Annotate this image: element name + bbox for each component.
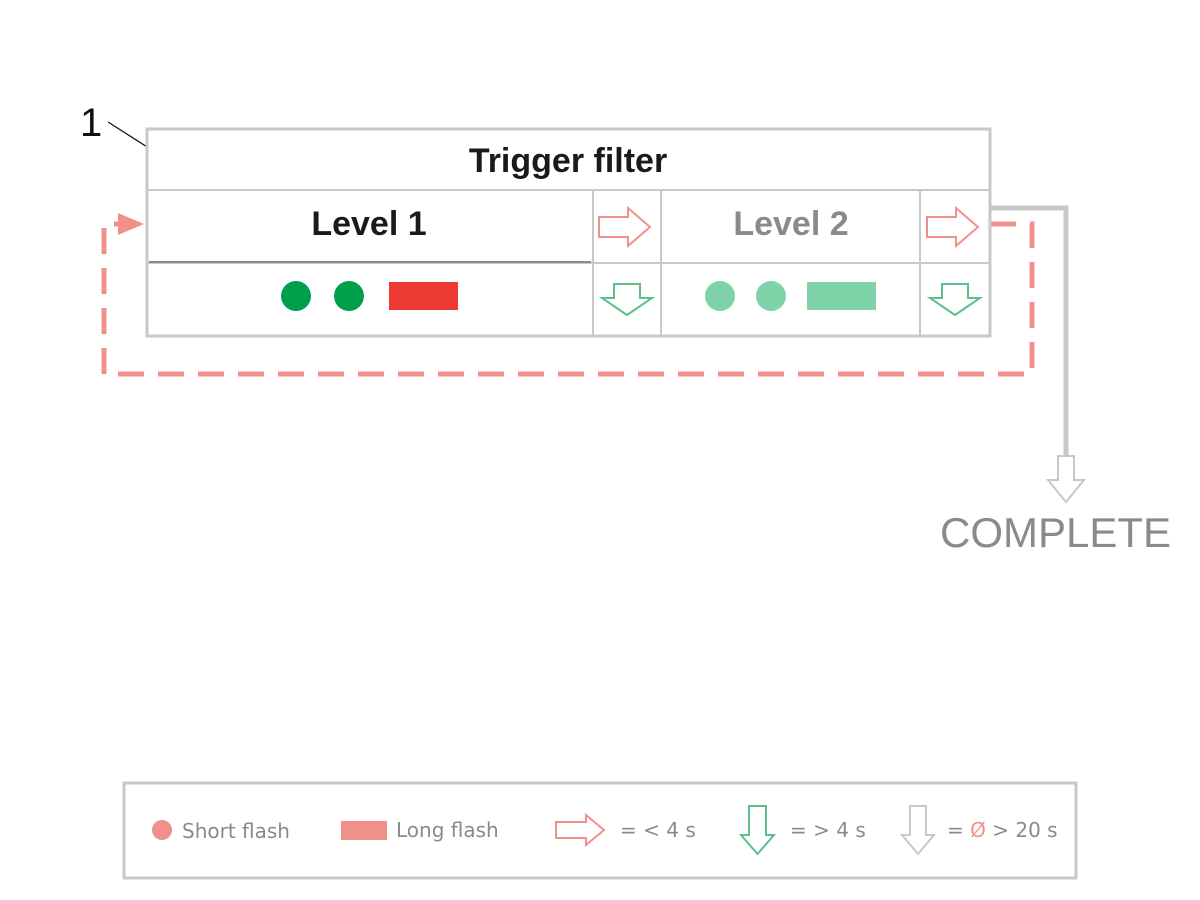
level1-label: Level 1: [311, 205, 426, 243]
level2-short-flash-2: [756, 281, 786, 311]
legend-more-20s-suffix: > 20 s: [992, 818, 1057, 842]
legend-down-arrow-grey-icon: [899, 805, 937, 856]
legend-right-arrow-icon: [555, 812, 606, 848]
legend-more-20s-text: = Ø > 20 s: [947, 818, 1058, 842]
complete-label: COMPLETE: [940, 509, 1171, 556]
level2-label: Level 2: [733, 205, 848, 243]
complete-path: [990, 205, 1069, 458]
legend-short-flash-icon: [152, 820, 172, 840]
level2-long-flash: [807, 282, 876, 310]
legend-empty-set-symbol: Ø: [970, 818, 986, 842]
loop-arrowhead-icon: [118, 213, 144, 235]
legend-down-arrow-green-icon: [738, 805, 777, 856]
level2-right-arrow-icon: [926, 205, 980, 249]
level1-down-arrow-icon: [598, 283, 656, 317]
table-title: Trigger filter: [469, 142, 667, 180]
level1-short-flash-2: [334, 281, 364, 311]
level2-short-flash-1: [705, 281, 735, 311]
trigger-filter-table: Trigger filter Level 1 Level 2: [145, 127, 992, 338]
legend-more-20s-prefix: =: [947, 818, 964, 842]
legend-less-4s-label: = < 4 s: [620, 818, 696, 842]
level1-long-flash: [389, 282, 458, 310]
legend-short-flash-label: Short flash: [182, 819, 290, 843]
callout-number: 1: [80, 101, 102, 145]
legend-long-flash-label: Long flash: [396, 818, 499, 842]
level2-down-arrow-icon: [926, 283, 984, 317]
legend-long-flash-icon: [341, 821, 387, 840]
repeat-loop-path: [101, 221, 1035, 377]
level1-right-arrow-icon: [598, 205, 652, 249]
legend-more-4s-label: = > 4 s: [790, 818, 866, 842]
legend: Short flash Long flash = < 4 s = > 4 s =…: [122, 781, 1078, 880]
level1-short-flash-1: [281, 281, 311, 311]
complete-arrow-down-icon: [1045, 455, 1087, 504]
